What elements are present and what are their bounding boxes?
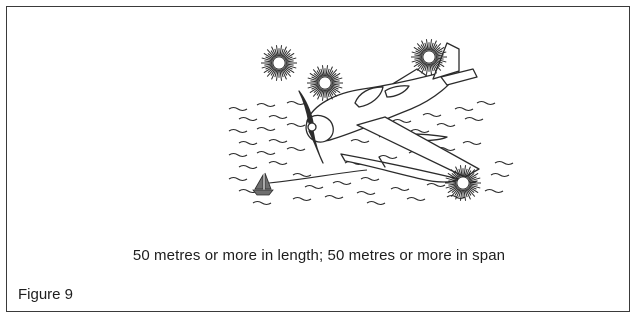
sailboat-hull <box>253 190 273 195</box>
wave-squiggle <box>463 142 481 145</box>
wave-squiggle <box>411 130 429 133</box>
wave-squiggle <box>287 148 305 151</box>
wave-squiggle <box>305 186 323 189</box>
sailboat-sail <box>255 175 263 189</box>
wave-squiggle <box>423 114 441 117</box>
wave-squiggle <box>333 182 351 185</box>
wave-squiggle <box>325 196 343 199</box>
wave-squiggle <box>367 202 385 205</box>
wave-squiggle <box>229 178 247 181</box>
wave-squiggle <box>229 154 247 157</box>
wave-squiggle <box>293 198 311 201</box>
wake-line <box>269 170 367 183</box>
wave-squiggle <box>257 128 275 131</box>
wave-squiggle <box>293 174 311 177</box>
figure-frame: 50 metres or more in length; 50 metres o… <box>6 6 630 312</box>
light-core <box>457 177 469 189</box>
wave-squiggle <box>229 108 247 111</box>
light-core <box>273 57 285 69</box>
wave-squiggle <box>357 192 375 195</box>
light-core <box>319 77 331 89</box>
wave-squiggle <box>407 198 425 201</box>
wave-squiggle <box>393 120 411 123</box>
wave-squiggle <box>239 142 257 145</box>
sailboat-icon <box>253 173 273 195</box>
propeller-blade <box>299 91 313 123</box>
wave-squiggle <box>495 162 513 165</box>
figure-label: Figure 9 <box>18 286 73 303</box>
wave-squiggle <box>253 202 271 205</box>
wave-squiggle <box>361 178 379 181</box>
wave-squiggle <box>287 102 305 105</box>
wave-squiggle <box>465 118 483 121</box>
propeller-hub <box>308 123 316 131</box>
wave-squiggle <box>485 190 503 193</box>
all-round-light-icon <box>261 45 297 81</box>
figure-caption: 50 metres or more in length; 50 metres o… <box>7 247 631 264</box>
wave-squiggle <box>269 140 287 143</box>
wave-squiggle <box>269 116 287 119</box>
wave-squiggle <box>287 124 305 127</box>
wave-squiggle <box>379 156 397 159</box>
wave-squiggle <box>491 174 509 177</box>
wave-squiggle <box>427 184 445 187</box>
wave-squiggle <box>269 162 287 165</box>
wave-squiggle <box>229 130 247 133</box>
wave-squiggle <box>257 152 275 155</box>
wave-squiggle <box>455 108 473 111</box>
wave-squiggle <box>437 124 455 127</box>
wave-squiggle <box>257 104 275 107</box>
light-core <box>423 51 435 63</box>
wave-squiggle <box>477 102 495 105</box>
seaplane-icon <box>299 43 479 182</box>
wave-squiggle <box>391 188 409 191</box>
wave-squiggle <box>239 166 257 169</box>
wave-squiggle <box>351 140 369 143</box>
seaplane-diagram <box>7 7 631 313</box>
wave-squiggle <box>239 118 257 121</box>
sailboat-sail <box>265 173 271 189</box>
